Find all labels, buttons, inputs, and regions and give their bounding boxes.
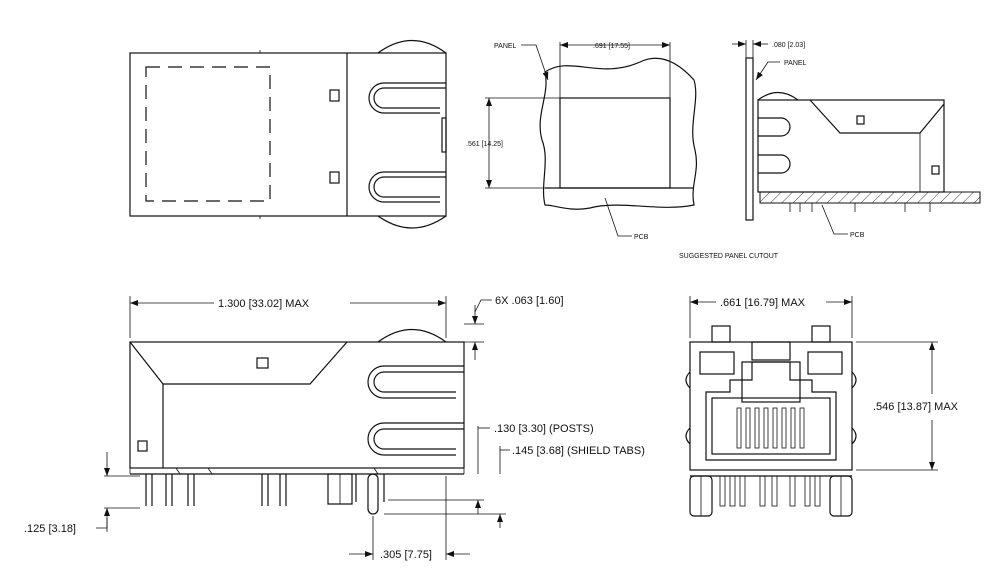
- side-panel-view: .080 [2.03] PANEL PCB: [732, 40, 981, 239]
- pin-length-label: .125 [3.18]: [24, 523, 76, 535]
- cutout-height-label: .561 [14.25]: [466, 141, 503, 148]
- shield-tabs-label: .145 [3.68] (SHIELD TABS): [512, 445, 645, 457]
- pin-offset-label: .305 [7.75]: [380, 549, 432, 561]
- cutout-width-label: .691 [17.55]: [593, 43, 630, 50]
- pcb-label-2: PCB: [850, 232, 865, 239]
- suggested-cutout-label: SUGGESTED PANEL CUTOUT: [679, 253, 779, 260]
- overall-length-label: 1.300 [33.02] MAX: [218, 298, 310, 310]
- front-width-label: .661 [16.79] MAX: [720, 297, 806, 309]
- side-view: 1.300 [33.02] MAX 6X .063 [1.60] .130 [3…: [24, 295, 645, 561]
- rj-contacts: [736, 407, 805, 449]
- tab-width-label: 6X .063 [1.60]: [495, 295, 564, 307]
- posts-label: .130 [3.30] (POSTS): [494, 423, 594, 435]
- pcb-label-1: PCB: [634, 234, 649, 241]
- front-view: .661 [16.79] MAX .546 [13.87] MAX: [685, 296, 959, 517]
- top-view: [129, 40, 447, 229]
- panel-cutout-view: .691 [17.55] .561 [14.25] PANEL PCB SUGG…: [466, 42, 779, 260]
- front-height-label: .546 [13.87] MAX: [873, 401, 959, 413]
- panel-label-1: PANEL: [494, 43, 517, 50]
- panel-label-2: PANEL: [784, 60, 807, 67]
- panel-thickness-label: .080 [2.03]: [772, 42, 805, 49]
